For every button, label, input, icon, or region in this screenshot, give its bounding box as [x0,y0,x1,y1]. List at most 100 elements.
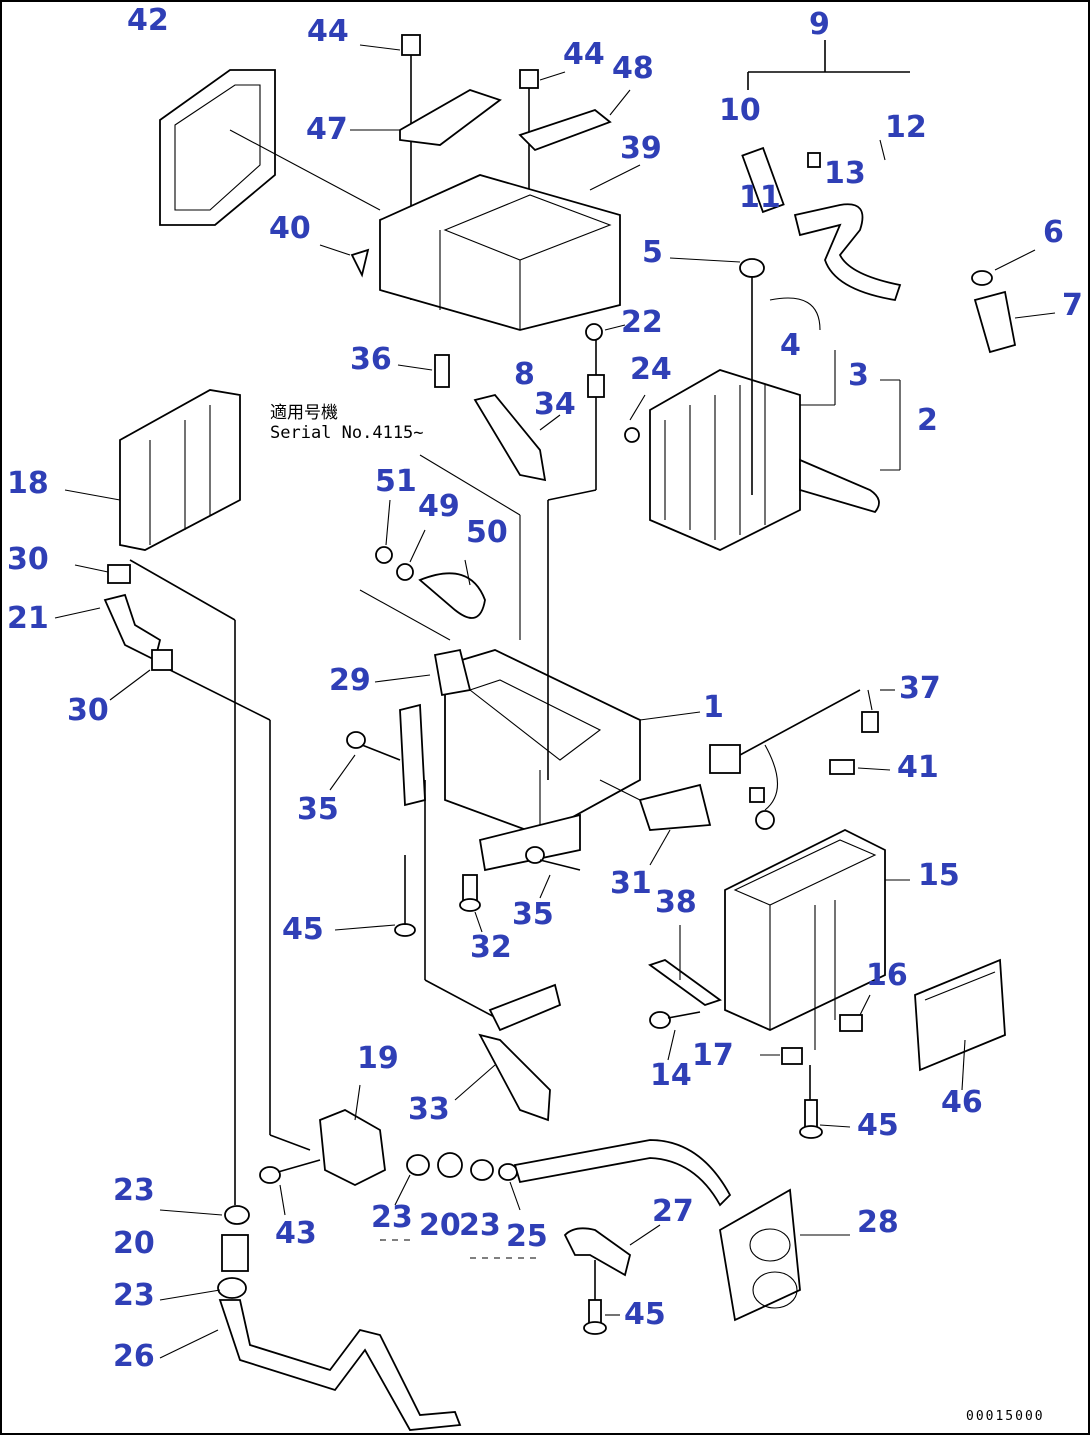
callout-25: 25 [506,1219,548,1254]
callout-42: 42 [127,3,169,38]
callout-45: 45 [282,912,324,947]
part-5-valve [669,257,821,495]
callout-13: 13 [824,156,866,191]
callout-40: 40 [269,211,311,246]
callout-11: 11 [739,180,781,215]
part-20-23-26-hose-left [159,1205,462,1431]
callout-24: 24 [630,352,672,387]
part-1-base [399,489,701,872]
part-46-filter [914,958,1006,1091]
part-36-clip [397,354,450,388]
callout-23: 23 [459,1208,501,1243]
callout-1: 1 [703,690,724,725]
part-34-bracket [473,393,561,482]
part-30-21-hose [54,559,311,1205]
callout-30: 30 [7,542,49,577]
callout-23: 23 [113,1173,155,1208]
callout-14: 14 [650,1058,692,1093]
part-38-14-bracket [648,925,722,1061]
callout-46: 46 [941,1085,983,1120]
callout-36: 36 [350,342,392,377]
part-43-bolt [259,1159,321,1216]
part-45-bolt-mid [334,855,416,937]
part-35-bolt-lower [525,846,581,899]
part-42-panel [159,69,381,226]
part-47-bracket [350,89,502,146]
callout-33: 33 [408,1092,450,1127]
callout-28: 28 [857,1205,899,1240]
callout-12: 12 [885,110,927,145]
part-18-heater [64,389,241,551]
callout-9: 9 [809,7,830,42]
callout-7: 7 [1062,288,1083,323]
callout-39: 39 [620,131,662,166]
callout-45: 45 [624,1297,666,1332]
part-40-clip [319,244,370,278]
callout-38: 38 [655,885,697,920]
part-9-10-11-12-13-hose [741,40,910,302]
part-31-bracket [599,779,712,866]
serial-note-en: Serial No.4115~ [270,423,424,444]
callout-45: 45 [857,1108,899,1143]
serial-leader [419,454,521,516]
callout-32: 32 [470,930,512,965]
callout-20: 20 [113,1226,155,1261]
serial-note-jp: 適用号機 [270,403,338,423]
callout-3: 3 [848,358,869,393]
callout-21: 21 [7,601,49,636]
part-28-grille [719,1188,850,1322]
callout-6: 6 [1043,215,1064,250]
part-6-7-connector [971,249,1056,354]
callout-20: 20 [419,1208,461,1243]
part-33-bracket [424,780,562,1122]
callout-19: 19 [357,1041,399,1076]
callout-23: 23 [113,1278,155,1313]
callout-41: 41 [897,750,939,785]
part-39-housing [379,164,641,331]
callout-35: 35 [297,792,339,827]
callout-51: 51 [375,464,417,499]
part-20-23-25-hose-right [394,1139,732,1211]
part-32-bolt [459,874,483,933]
callout-44: 44 [307,14,349,49]
callout-27: 27 [652,1194,694,1229]
part-22-8-fastener [585,323,626,490]
part-37-41-harness [709,689,895,830]
document-code: 00015000 [966,1409,1045,1424]
callout-22: 22 [621,305,663,340]
part-29-clip [374,648,472,697]
part-19-bracket [319,1084,386,1187]
callout-8: 8 [514,357,535,392]
part-45-bolt-bottom [583,1299,620,1335]
callout-18: 18 [7,466,49,501]
callout-49: 49 [418,489,460,524]
callout-10: 10 [719,93,761,128]
part-35-bolt-upper [329,731,401,791]
part-2-3-heater-core [649,350,901,551]
callout-35: 35 [512,897,554,932]
part-45-bolt-right [799,1099,851,1139]
callout-43: 43 [275,1216,317,1251]
callout-44: 44 [563,37,605,72]
callout-48: 48 [612,51,654,86]
callout-2: 2 [917,403,938,438]
callout-34: 34 [534,387,576,422]
callout-26: 26 [113,1339,155,1374]
callout-4: 4 [780,328,801,363]
part-15-control-box [724,828,910,1050]
callout-30: 30 [67,693,109,728]
callout-17: 17 [692,1038,734,1073]
part-24-grommet [624,394,646,443]
callout-37: 37 [899,671,941,706]
callout-5: 5 [642,235,663,270]
callout-16: 16 [866,958,908,993]
callout-47: 47 [306,112,348,147]
callout-23: 23 [371,1200,413,1235]
callout-50: 50 [466,515,508,550]
callout-29: 29 [329,663,371,698]
part-48-bracket [518,89,631,152]
part-49-50-51-fasteners [359,499,486,641]
